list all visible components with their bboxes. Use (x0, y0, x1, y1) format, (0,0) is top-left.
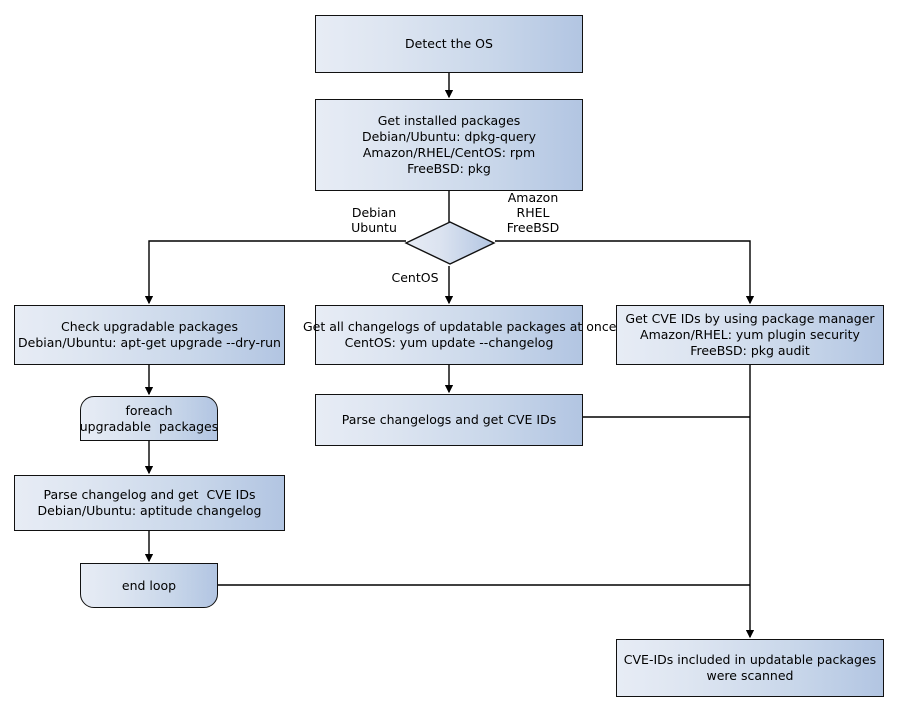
edge-decision-to-get-cve-ids (495, 240, 755, 305)
node-detect-os[interactable]: Detect the OS (315, 15, 583, 73)
node-foreach-loop-label: foreach upgradable packages (79, 402, 219, 434)
node-get-all-changelogs-label: Get all changelogs of updatable packages… (303, 319, 617, 350)
node-parse-changelogs-center-label: Parse changelogs and get CVE IDs (341, 412, 557, 427)
node-foreach-loop[interactable]: foreach upgradable packages (80, 396, 218, 441)
edge-label-centos: CentOS (391, 270, 439, 285)
edge-decision-to-check-upgradable (144, 240, 406, 305)
edge-label-debian-ubuntu: Debian Ubuntu (351, 205, 397, 235)
node-parse-changelogs-center[interactable]: Parse changelogs and get CVE IDs (315, 394, 583, 446)
node-result[interactable]: CVE-IDs included in updatable packages w… (616, 639, 884, 697)
node-get-cve-ids-pkgmgr[interactable]: Get CVE IDs by using package manager Ama… (616, 305, 884, 365)
edge-label-amazon-rhel-freebsd: Amazon RHEL FreeBSD (506, 190, 560, 235)
node-get-installed-packages[interactable]: Get installed packages Debian/Ubuntu: dp… (315, 99, 583, 191)
node-check-upgradable-packages-label: Check upgradable packages Debian/Ubuntu:… (18, 319, 281, 350)
node-parse-changelog-left[interactable]: Parse changelog and get CVE IDs Debian/U… (14, 475, 285, 531)
node-end-loop[interactable]: end loop (80, 563, 218, 608)
node-os-decision[interactable] (404, 220, 496, 266)
node-parse-changelog-left-label: Parse changelog and get CVE IDs Debian/U… (37, 487, 262, 518)
node-end-loop-label: end loop (121, 577, 177, 593)
node-check-upgradable-packages[interactable]: Check upgradable packages Debian/Ubuntu:… (14, 305, 285, 365)
node-get-cve-ids-pkgmgr-label: Get CVE IDs by using package manager Ama… (625, 311, 875, 358)
node-get-installed-packages-label: Get installed packages Debian/Ubuntu: dp… (361, 113, 537, 176)
node-get-all-changelogs[interactable]: Get all changelogs of updatable packages… (303, 305, 616, 365)
node-detect-os-label: Detect the OS (405, 36, 493, 51)
node-result-label: CVE-IDs included in updatable packages w… (623, 652, 877, 683)
